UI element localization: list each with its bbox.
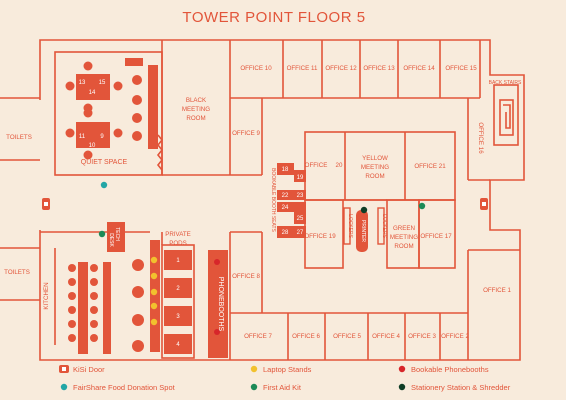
office-16: OFFICE 16	[477, 122, 484, 154]
office-21: OFFICE 21	[414, 163, 446, 170]
booth-24: 24	[282, 205, 289, 211]
legend: KiSi Door FairShare Food Donation Spot L…	[59, 365, 511, 392]
first-aid-dot-2	[418, 202, 426, 210]
booth-seats	[277, 163, 306, 238]
black-meeting-label-3: ROOM	[186, 115, 205, 122]
booth-23: 23	[297, 193, 304, 199]
desk-15: 15	[99, 80, 106, 86]
private-pods-label: PRIVATE	[165, 231, 191, 238]
booth-19: 19	[297, 175, 304, 181]
private-pods	[164, 250, 192, 354]
phonebooths	[208, 250, 228, 358]
printer	[356, 210, 368, 252]
office-13: OFFICE 13	[363, 65, 395, 72]
lockers-left	[343, 207, 351, 245]
green-meeting-label-3: ROOM	[394, 243, 413, 250]
legend-first-aid: First Aid Kit	[263, 383, 302, 392]
office-4: OFFICE 4	[372, 333, 400, 340]
legend-laptop: Laptop Stands	[263, 365, 312, 374]
booth-18: 18	[282, 167, 289, 173]
lockers-label-2: LOCKERS	[381, 214, 387, 239]
first-aid-icon	[250, 383, 258, 391]
kitchen-furniture	[68, 240, 160, 354]
booth-27: 27	[297, 230, 304, 236]
desk-13: 13	[79, 80, 86, 86]
office-10: OFFICE 10	[240, 65, 272, 72]
fairshare-icon	[60, 383, 68, 391]
legend-phonebooths: Bookable Phonebooths	[411, 365, 489, 374]
office-5: OFFICE 5	[333, 333, 361, 340]
booth-25: 25	[297, 216, 304, 222]
legend-fairshare: FairShare Food Donation Spot	[73, 383, 176, 392]
office-17: OFFICE 17	[420, 233, 452, 240]
tech-desk-label-2: DESK	[108, 233, 114, 247]
walls	[0, 39, 525, 361]
bookable-booth-seats-label: BOOKABLE BOOTH SEATS	[270, 168, 276, 232]
office-12: OFFICE 12	[325, 65, 357, 72]
tech-desk	[107, 222, 125, 252]
phonebooths-label: PHONEBOOTHS	[217, 277, 224, 332]
first-aid-dot-1	[98, 230, 106, 238]
lockers-label-1: LOCKERS	[347, 214, 353, 239]
phonebooth-icon	[398, 365, 406, 373]
legend-stationery: Stationery Station & Shredder	[411, 383, 511, 392]
kisi-door-icons	[42, 198, 488, 210]
booth-28: 28	[282, 230, 289, 236]
office-9: OFFICE 9	[232, 130, 260, 137]
office-2: OFFICE 2	[441, 333, 469, 340]
office-19: OFFICE 19	[304, 233, 336, 240]
toilets-top: TOILETS	[6, 134, 32, 141]
office-11: OFFICE 11	[287, 65, 318, 72]
yellow-meeting-label-3: ROOM	[365, 173, 384, 180]
printer-label: PRINTER	[360, 220, 366, 242]
desk-14: 14	[89, 90, 96, 96]
pod-4: 4	[176, 342, 180, 348]
back-stairs-label: BACK STAIRS	[489, 80, 522, 86]
toilets-bottom: TOILETS	[4, 269, 30, 276]
green-meeting-label-2: MEETING	[390, 234, 418, 241]
phonebooth-dots	[214, 259, 220, 335]
tech-desk-label: TECH	[114, 227, 120, 241]
yellow-meeting-label: YELLOW	[362, 155, 388, 162]
office-8: OFFICE 8	[232, 273, 260, 280]
quiet-space-label: QUIET SPACE	[81, 159, 128, 166]
black-meeting-label-2: MEETING	[182, 106, 210, 113]
pod-3: 3	[176, 314, 180, 320]
laptop-stand-dots	[150, 256, 158, 326]
floor-title: TOWER POINT FLOOR 5	[182, 9, 365, 26]
office-3: OFFICE 3	[408, 333, 436, 340]
booth-22: 22	[282, 193, 289, 199]
black-meeting-label: BLACK	[186, 97, 207, 104]
desk-9: 9	[100, 134, 104, 140]
office-7: OFFICE 7	[244, 333, 272, 340]
quiet-space-furniture	[65, 58, 158, 160]
office-small-label: OFFICE	[305, 162, 328, 169]
office-15: OFFICE 15	[445, 65, 477, 72]
yellow-meeting-label-2: MEETING	[361, 164, 389, 171]
fairshare-dot	[100, 181, 108, 189]
legend-kisi: KiSi Door	[73, 365, 105, 374]
stationery-icon	[398, 383, 406, 391]
office-20: 20	[336, 162, 343, 169]
desk-11: 11	[79, 134, 86, 140]
desk-10: 10	[89, 143, 96, 149]
pod-1: 1	[176, 258, 180, 264]
office-6: OFFICE 6	[292, 333, 320, 340]
pod-2: 2	[176, 286, 180, 292]
private-pods-label-2: PODS	[169, 240, 187, 247]
kitchen-label: KITCHEN	[43, 282, 50, 309]
lockers-right	[377, 207, 385, 245]
green-meeting-label: GREEN	[393, 225, 415, 232]
laptop-stand-icon	[250, 365, 258, 373]
office-14: OFFICE 14	[403, 65, 435, 72]
stationery-dot	[360, 206, 368, 214]
office-1: OFFICE 1	[483, 287, 511, 294]
